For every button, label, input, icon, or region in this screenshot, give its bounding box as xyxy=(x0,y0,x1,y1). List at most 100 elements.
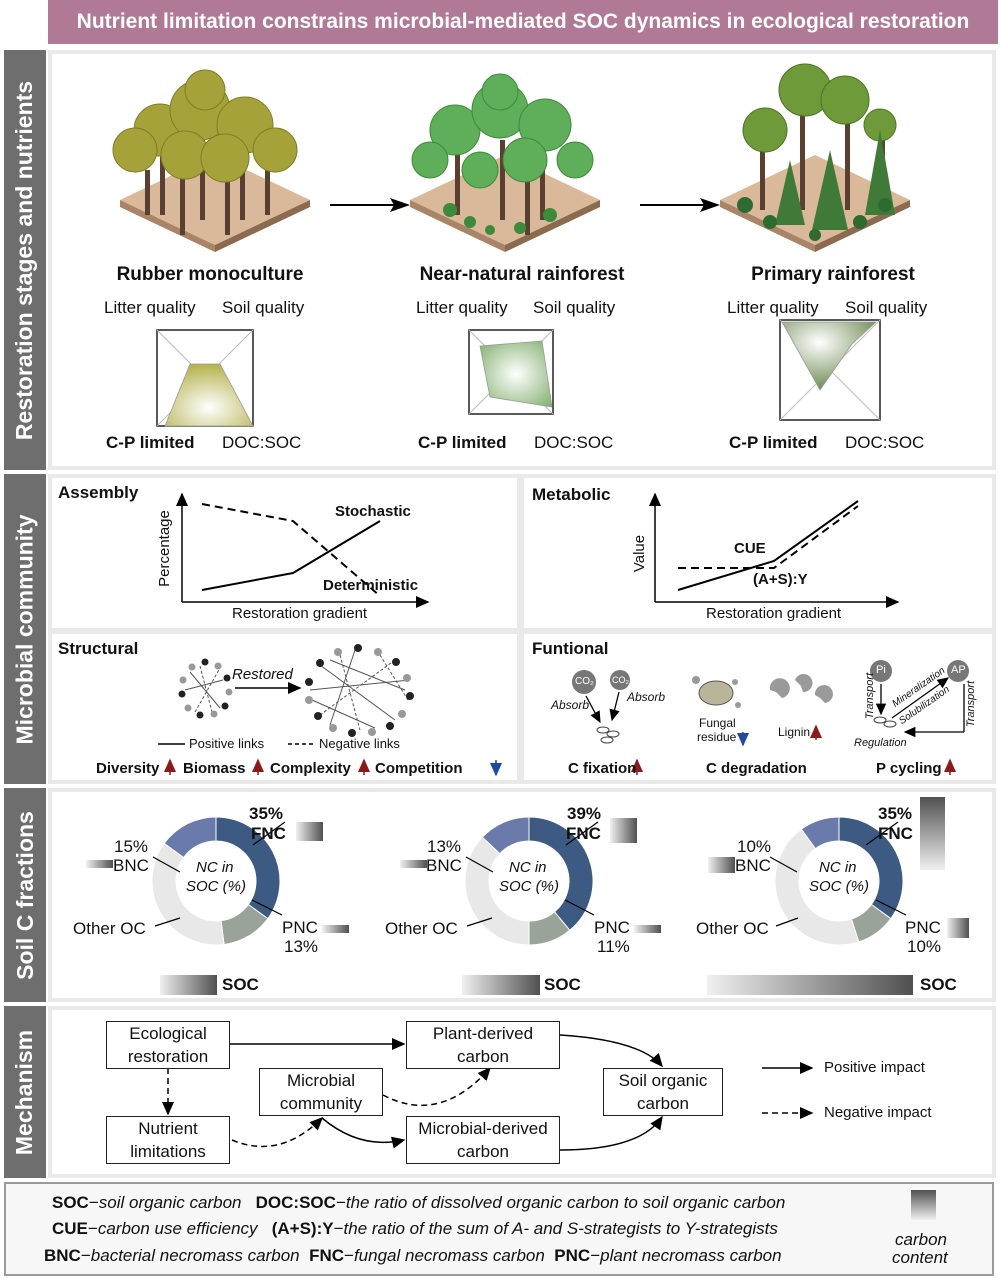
donut-3-bnc-slice xyxy=(800,816,840,850)
donut-1-other-slice xyxy=(151,842,225,946)
stage-name-primary: Primary rainforest xyxy=(751,264,915,285)
soc-label-3: SOC xyxy=(920,975,957,994)
other-label-2: Other OC xyxy=(385,919,458,938)
bnc-label-2: BNC xyxy=(426,856,462,875)
fnc-pct-3: 35% xyxy=(878,804,913,823)
p-cycling-label: P cycling xyxy=(876,760,942,777)
center1-1: NC in xyxy=(196,859,234,876)
bnc-label-3: BNC xyxy=(735,856,771,875)
main-title-text: Nutrient limitation constrains microbial… xyxy=(76,10,970,33)
center2-1: SOC (%) xyxy=(186,878,246,895)
side-label-restoration: Restoration stages and nutrients xyxy=(4,50,46,470)
c-degradation-label: C degradation xyxy=(706,760,807,777)
soc-label-1: SOC xyxy=(222,975,259,994)
regulation-label: Regulation xyxy=(854,737,907,749)
stage-name-near-natural: Near-natural rainforest xyxy=(419,264,625,285)
other-label-3: Other OC xyxy=(696,919,769,938)
structural-panel xyxy=(52,634,517,780)
fnc-label-3: FNC xyxy=(878,824,913,843)
abbreviation-legend xyxy=(4,1182,994,1276)
cp-limited-3: C-P limited xyxy=(729,433,818,452)
side-label-soilc: Soil C fractions xyxy=(4,788,46,1002)
forest-illustrations xyxy=(112,63,910,427)
assembly-xlabel: Restoration gradient xyxy=(232,605,368,622)
fnc-pct-2: 39% xyxy=(567,804,602,823)
pnc-label-1: PNC xyxy=(282,918,318,937)
cue-label: CUE xyxy=(734,540,766,557)
plant-derived-carbon-box: Plant-derived carbon xyxy=(406,1021,560,1069)
absorb-label-1: Absorb xyxy=(551,698,590,712)
fnc-label-2: FNC xyxy=(566,824,601,843)
ap-label: AP xyxy=(951,664,966,676)
absorb-label-2: Absorb xyxy=(627,690,666,704)
metabolic-panel xyxy=(524,478,992,628)
functional-panel xyxy=(524,634,992,780)
bnc-pct-3: 10% xyxy=(737,837,772,856)
litter-quality-3: Litter quality xyxy=(727,298,819,317)
mechanism-arrows xyxy=(162,1034,814,1151)
pi-label: Pi xyxy=(876,664,886,676)
soil-organic-carbon-box: Soil organic carbon xyxy=(603,1068,723,1116)
main-title: Nutrient limitation constrains microbial… xyxy=(48,0,998,44)
legend-line-2: CUE−carbon use efficiency (A+S):Y−the ra… xyxy=(52,1219,778,1238)
assembly-panel xyxy=(52,478,517,628)
soil-quality-2: Soil quality xyxy=(533,298,616,317)
center2-3: SOC (%) xyxy=(809,878,869,895)
nutrient-limitations-box: Nutrient limitations xyxy=(106,1116,230,1164)
residue-label: residue xyxy=(697,730,737,744)
center2-2: SOC (%) xyxy=(499,878,559,895)
legend-line-1: SOC−soil organic carbon DOC:SOC−the rati… xyxy=(52,1193,786,1212)
complexity-label: Complexity xyxy=(270,760,351,777)
lignin-label: Lignin xyxy=(778,725,811,739)
soil-quality-1: Soil quality xyxy=(222,298,305,317)
center1-2: NC in xyxy=(509,859,547,876)
pnc-label-2: PNC xyxy=(594,918,630,937)
cp-limited-1: C-P limited xyxy=(106,433,195,452)
donut-1-fnc-slice xyxy=(215,816,281,920)
c-fixation-label: C fixation xyxy=(568,760,637,777)
co2-label-2: CO₂ xyxy=(612,675,629,685)
microbial-graphics xyxy=(158,492,969,777)
bnc-pct-1: 15% xyxy=(114,837,149,856)
docsoc-3: DOC:SOC xyxy=(845,433,925,452)
diversity-label: Diversity xyxy=(96,760,160,777)
fungal-label: Fungal xyxy=(699,716,736,730)
stage-name-rubber: Rubber monoculture xyxy=(116,264,304,285)
positive-impact-label: Positive impact xyxy=(824,1059,925,1076)
pnc-pct-2: 11% xyxy=(597,937,630,956)
docsoc-2: DOC:SOC xyxy=(534,433,614,452)
deterministic-label: Deterministic xyxy=(323,577,419,594)
competition-label: Competition xyxy=(375,760,463,777)
pnc-pct-1: 13% xyxy=(284,937,319,956)
other-label-1: Other OC xyxy=(73,919,146,938)
asy-label: (A+S):Y xyxy=(753,571,808,588)
metabolic-title: Metabolic xyxy=(532,485,611,504)
restored-label: Restored xyxy=(232,666,293,683)
donut-3-fnc-slice xyxy=(838,816,904,920)
donut-2-fnc-slice xyxy=(528,816,594,932)
fnc-label-1: FNC xyxy=(251,824,286,843)
co2-label-1: CO₂ xyxy=(575,676,594,687)
soil-quality-3: Soil quality xyxy=(845,298,928,317)
side-label-microbial: Microbial community xyxy=(4,474,46,784)
ecological-restoration-box: Ecological restoration xyxy=(106,1021,230,1069)
bnc-pct-2: 13% xyxy=(427,837,462,856)
negative-impact-label: Negative impact xyxy=(824,1104,932,1121)
microbial-derived-carbon-box: Microbial-derived carbon xyxy=(406,1116,560,1164)
pnc-label-3: PNC xyxy=(905,918,941,937)
center1-3: NC in xyxy=(819,859,857,876)
fnc-pct-1: 35% xyxy=(249,804,284,823)
cp-limited-2: C-P limited xyxy=(418,433,507,452)
donut-2-other-slice xyxy=(464,836,530,946)
bnc-label-1: BNC xyxy=(113,856,149,875)
structural-title: Structural xyxy=(58,639,139,658)
biomass-label: Biomass xyxy=(183,760,246,777)
donut-2-bnc-slice xyxy=(481,816,530,855)
legend-line-3: BNC−bacterial necromass carbon FNC−funga… xyxy=(44,1246,782,1265)
pnc-pct-3: 10% xyxy=(907,937,942,956)
donut-charts xyxy=(86,797,969,995)
carbon-content-label-2: content xyxy=(892,1248,948,1267)
positive-links-label: Positive links xyxy=(189,736,265,751)
microbial-community-box: Microbial community xyxy=(259,1068,383,1116)
